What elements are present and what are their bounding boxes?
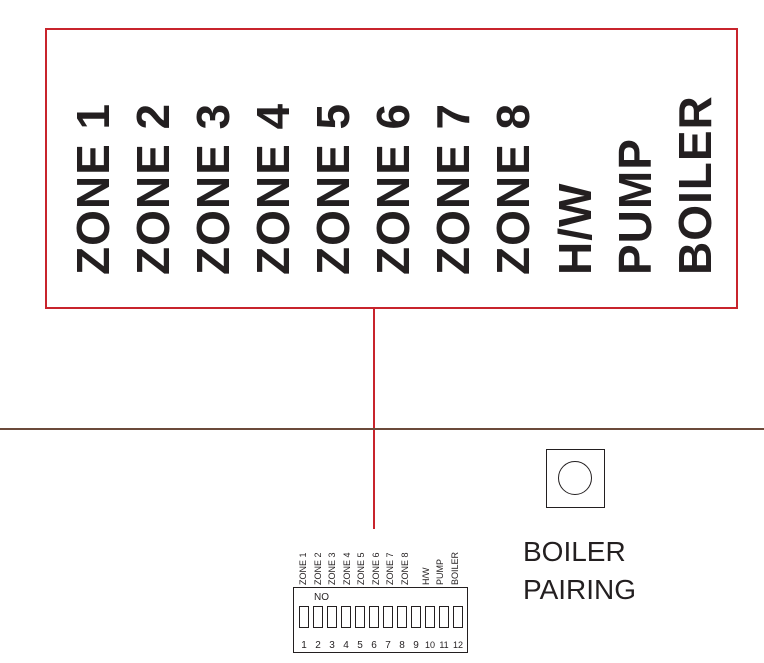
callout-label-zone-5: ZONE 5 [307, 102, 359, 275]
dip-number-8: 8 [399, 640, 405, 651]
dip-switch-9[interactable] [411, 606, 421, 628]
callout-label-boiler: BOILER [669, 95, 721, 275]
dip-number-1: 1 [301, 640, 307, 651]
button-circle-icon [558, 461, 592, 495]
leader-line [373, 309, 375, 529]
dip-label-zone-7: ZONE 7 [385, 552, 395, 585]
dip-switch-7[interactable] [383, 606, 393, 628]
callout-label-zone-7: ZONE 7 [427, 102, 479, 275]
boiler-pairing-button[interactable] [546, 449, 605, 508]
dip-number-7: 7 [385, 640, 391, 651]
boiler-pairing-label-line2: PAIRING [523, 574, 637, 605]
dip-label-zone-5: ZONE 5 [356, 552, 366, 585]
dip-label-zone-2: ZONE 2 [313, 552, 323, 585]
dip-on-label: NO [314, 592, 329, 603]
dip-switch-6[interactable] [369, 606, 379, 628]
dip-switch-2[interactable] [313, 606, 323, 628]
dip-switch-1[interactable] [299, 606, 309, 628]
dip-switch-4[interactable] [341, 606, 351, 628]
dip-label-zone-3: ZONE 3 [327, 552, 337, 585]
dip-number-3: 3 [329, 640, 335, 651]
boiler-pairing-label-line1: BOILER [523, 536, 626, 567]
callout-box [45, 28, 738, 309]
dip-switch-5[interactable] [355, 606, 365, 628]
dip-switch-12[interactable] [453, 606, 463, 628]
dip-label-boiler: BOILER [450, 551, 460, 585]
dip-number-12: 12 [452, 640, 463, 650]
dip-number-11: 11 [439, 640, 449, 650]
callout-label-zone-1: ZONE 1 [67, 102, 119, 275]
dip-number-5: 5 [357, 640, 363, 651]
callout-label-zone-3: ZONE 3 [187, 102, 239, 275]
callout-label-pump: PUMP [609, 138, 661, 275]
callout-label-zone-6: ZONE 6 [367, 102, 419, 275]
dip-number-2: 2 [315, 640, 321, 651]
dip-label-zone-4: ZONE 4 [342, 552, 352, 585]
dip-label-zone-1: ZONE 1 [298, 552, 308, 585]
callout-label-zone-8: ZONE 8 [487, 102, 539, 275]
callout-label-zone-2: ZONE 2 [127, 102, 179, 275]
dip-number-6: 6 [371, 640, 377, 651]
dip-switch-block: NO 1 2 3 4 5 6 7 8 9 10 11 12 [293, 587, 468, 653]
dip-number-9: 9 [413, 640, 419, 651]
callout-label-zone-4: ZONE 4 [247, 102, 299, 275]
dip-label-hw: H/W [421, 567, 431, 586]
dip-label-zone-8: ZONE 8 [400, 552, 410, 585]
dip-label-pump: PUMP [435, 558, 445, 585]
dip-switch-3[interactable] [327, 606, 337, 628]
callout-label-hw: H/W [549, 182, 601, 275]
dip-label-zone-6: ZONE 6 [371, 552, 381, 585]
dip-number-4: 4 [343, 640, 349, 651]
dip-switch-8[interactable] [397, 606, 407, 628]
dip-switch-10[interactable] [425, 606, 435, 628]
dip-number-10: 10 [424, 640, 435, 650]
dip-switch-11[interactable] [439, 606, 449, 628]
panel-divider [0, 428, 764, 430]
